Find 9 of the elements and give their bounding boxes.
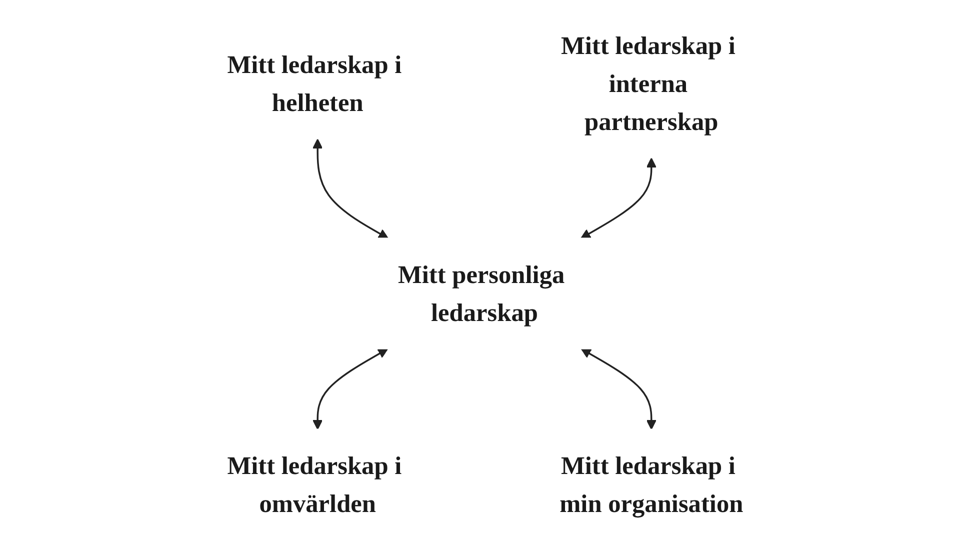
arrow [312,348,388,430]
node-text: Mitt ledarskap i omvärlden [227,451,402,518]
arrow [580,158,656,239]
arrow [312,138,388,239]
node-text: Mitt ledarskap i interna partnerskap [561,31,736,136]
arrow [580,348,656,430]
node-text: Mitt personliga ledarskap [398,260,565,327]
node-text: Mitt ledarskap i helheten [227,50,402,117]
node-text: Mitt ledarskap i min organisation [560,451,744,518]
